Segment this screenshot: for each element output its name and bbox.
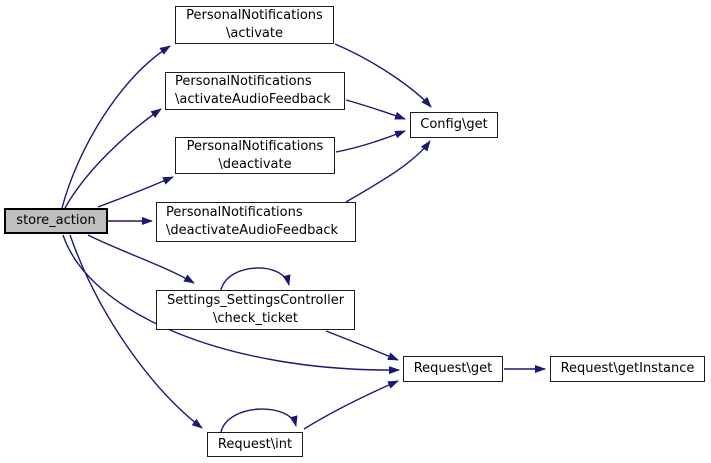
node-settings-settingscontroller-check-ticket[interactable]: Settings_SettingsController \check_ticke… [156,290,355,330]
node-personalnotifications-deactivateaudiofeedback[interactable]: PersonalNotifications \deactivateAudioFe… [156,202,356,242]
node-store-action: store_action [4,208,108,234]
node-personalnotifications-activateaudiofeedback[interactable]: PersonalNotifications \activateAudioFeed… [165,72,345,110]
edge-store_action-to-activate [61,45,171,209]
edge-deactivate-to-config_get [335,130,406,153]
node-request-getinstance[interactable]: Request\getInstance [550,356,705,382]
edge-store_action-to-check_ticket [87,234,195,284]
node-personalnotifications-deactivate[interactable]: PersonalNotifications \deactivate [175,137,335,174]
node-config-get[interactable]: Config\get [410,112,498,138]
edge-store_action-to-activateAudioFeedback [64,108,162,209]
edge-request_int-to-request_get [303,380,399,430]
edge-check_ticket-to-request_get [325,330,399,361]
edge-deactivateAudioFeedback-to-config_get [345,140,431,203]
edge-store_action-to-request_get [62,234,400,375]
edge-activateAudioFeedback-to-config_get [345,99,406,120]
node-personalnotifications-activate[interactable]: PersonalNotifications \activate [175,6,334,44]
node-request-get[interactable]: Request\get [403,356,503,382]
edge-request_int-self-loop [220,408,298,433]
edge-store_action-to-request_int [69,234,203,429]
edge-check_ticket-self-loop [220,267,291,291]
node-request-int[interactable]: Request\int [207,432,303,457]
edge-store_action-to-deactivate [97,176,174,208]
edge-activate-to-config_get [334,43,432,108]
